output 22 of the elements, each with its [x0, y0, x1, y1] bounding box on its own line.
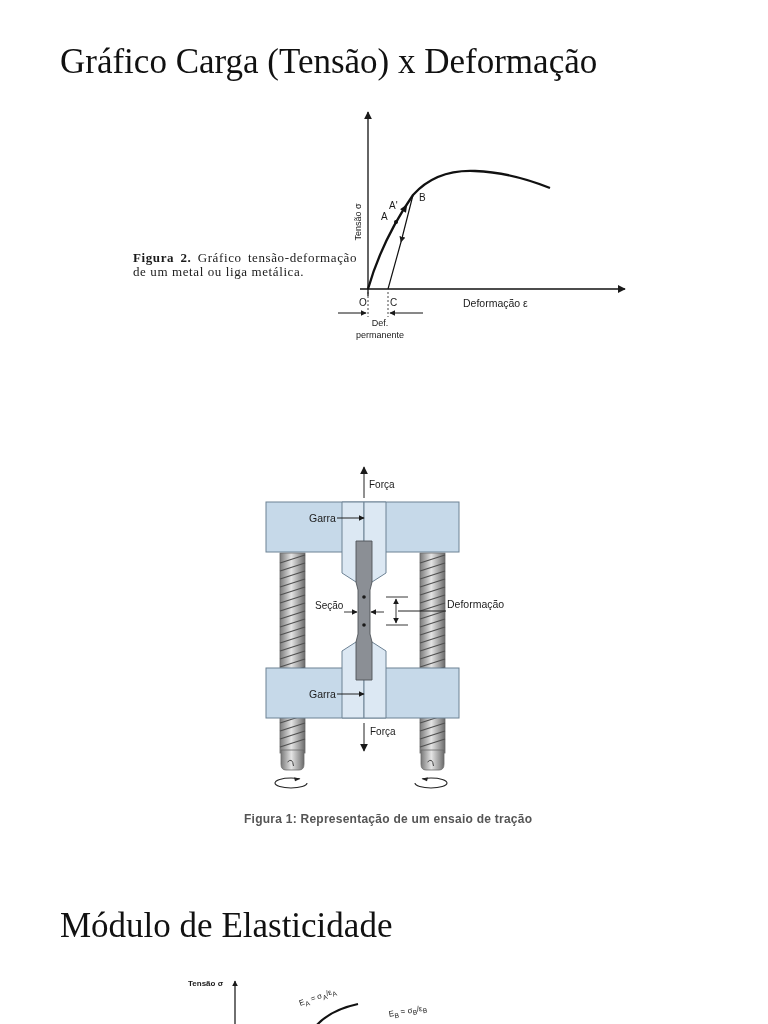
- leader-arrow: [336, 515, 365, 521]
- section-heading: Módulo de Elasticidade: [60, 906, 393, 947]
- point-label: A: [381, 211, 388, 223]
- part-label: Garra: [309, 512, 336, 525]
- part-label: Garra: [309, 688, 336, 701]
- part-label: Deformação: [447, 598, 505, 611]
- axis-label: Deformação ε: [463, 297, 528, 310]
- leader-arrow: [336, 691, 365, 697]
- point-label: A': [389, 200, 398, 212]
- point-label: C: [390, 297, 398, 309]
- axis-label: Tensão σ: [352, 203, 364, 241]
- figure-caption: Figura 2. Gráfico tensão-deformação de um metal ou liga metálica.: [133, 251, 357, 279]
- force-label: Força: [370, 726, 396, 738]
- force-label: Força: [369, 479, 395, 491]
- axis-label: Tensão σ: [188, 979, 224, 989]
- point-label: O: [359, 297, 367, 309]
- leader-line: [397, 610, 447, 612]
- section-label: Seção: [315, 600, 344, 612]
- figure-caption: Figura 1: Representação de um ensaio de tração: [244, 813, 533, 827]
- page-heading: Gráfico Carga (Tensão) x Deformação: [60, 42, 598, 83]
- dimension-label: Def. permanente: [354, 318, 405, 342]
- point-label: B: [419, 192, 426, 204]
